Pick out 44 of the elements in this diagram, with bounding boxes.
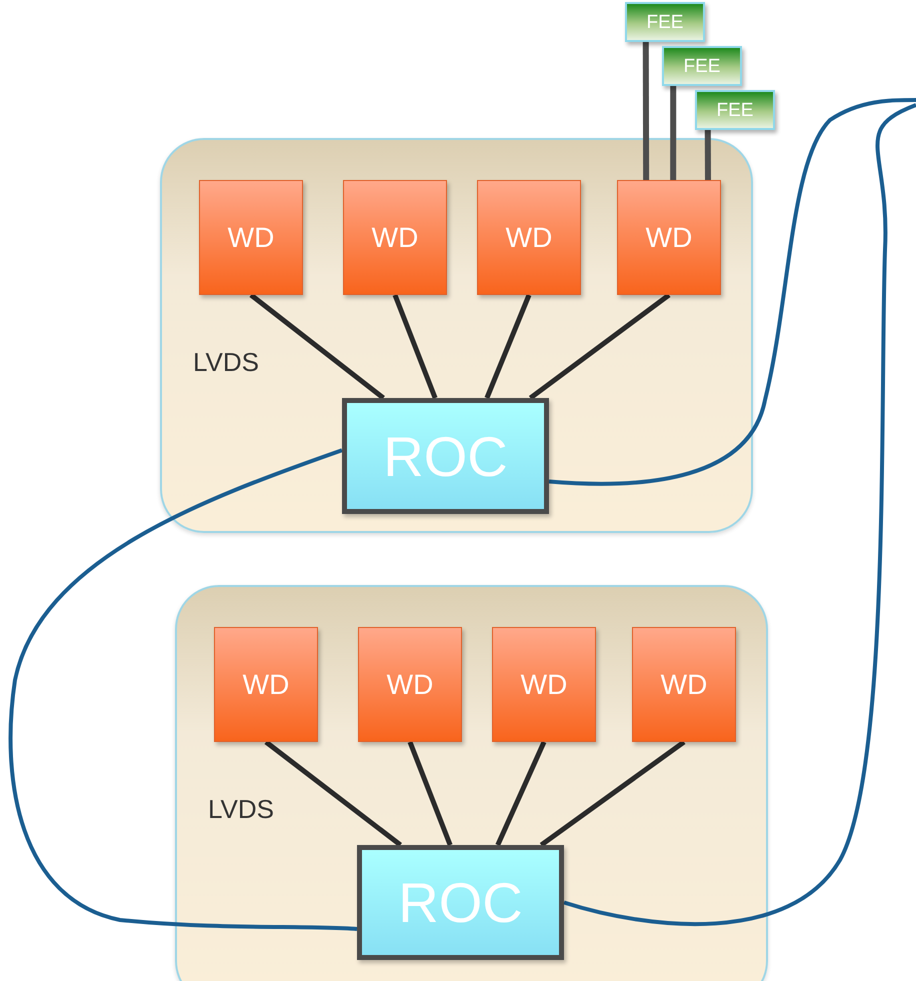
board-box xyxy=(343,180,447,295)
board-box xyxy=(477,180,581,295)
board-label: WD xyxy=(386,668,434,700)
cable xyxy=(563,103,916,926)
board-box xyxy=(492,627,596,742)
board-label: WD xyxy=(242,668,290,700)
connector-line xyxy=(670,86,676,180)
front-end-card xyxy=(695,90,775,130)
board-label: WD xyxy=(228,222,274,254)
connector-line xyxy=(392,294,438,399)
cable xyxy=(8,448,358,931)
board-label: WD xyxy=(660,668,708,700)
front-end-card xyxy=(662,46,742,86)
connector-line xyxy=(264,740,402,847)
board-box xyxy=(617,180,721,295)
controller-label: ROC xyxy=(398,870,523,935)
controller-box xyxy=(342,398,549,514)
connector-line xyxy=(528,293,670,400)
connector-line xyxy=(249,293,385,400)
link-label: LVDS xyxy=(208,794,274,825)
connector-line xyxy=(495,740,546,846)
card-label: FEE xyxy=(684,56,720,78)
controller-box xyxy=(357,845,564,960)
board-label: WD xyxy=(506,222,552,254)
controller-label: ROC xyxy=(383,424,508,488)
board-label: WD xyxy=(646,222,692,254)
connector-line xyxy=(484,294,532,399)
front-end-card xyxy=(625,2,705,42)
card-label: FEE xyxy=(716,100,754,122)
connector-line xyxy=(704,130,711,180)
board-box xyxy=(214,627,318,742)
crate-panel xyxy=(175,585,768,981)
connector-line xyxy=(408,741,452,846)
cable xyxy=(548,98,916,486)
board-label: WD xyxy=(520,668,568,700)
crate-panel xyxy=(160,138,753,533)
link-label: LVDS xyxy=(193,347,259,378)
connector-line xyxy=(642,42,650,180)
connector-line xyxy=(540,740,686,848)
card-label: FEE xyxy=(646,12,684,34)
board-label: WD xyxy=(372,222,418,254)
board-box xyxy=(632,627,736,742)
board-box xyxy=(358,627,462,742)
board-box xyxy=(199,180,303,295)
